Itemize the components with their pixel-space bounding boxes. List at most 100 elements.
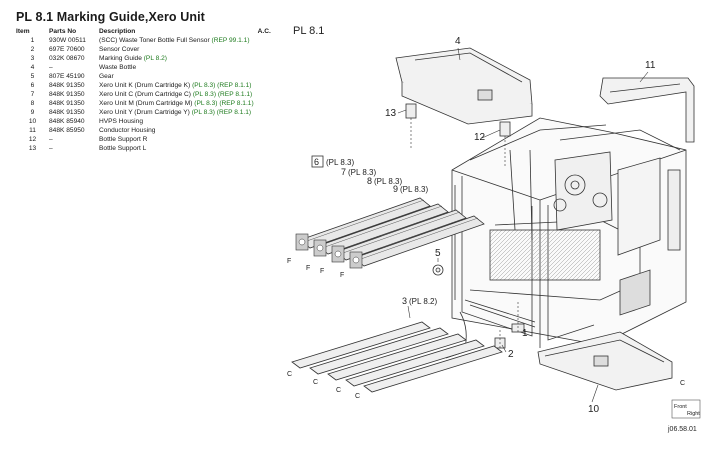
row-description: Marking Guide (PL 8.2) — [99, 54, 258, 63]
callout-8-ref: (PL 8.3) — [374, 177, 402, 186]
row-item: 12 — [28, 136, 37, 143]
table-row: 4–Waste Bottle — [16, 63, 275, 72]
row-part-no: 930W 00511 — [49, 37, 86, 44]
drum-cartridge-6 — [295, 197, 431, 251]
cross-reference: (PL 8.3) (REP 8.1.1) — [192, 91, 253, 98]
row-description-text: Xero Unit C (Drum Cartridge C) — [99, 91, 191, 98]
row-description-text: Gear — [99, 73, 114, 80]
page-title: PL 8.1 Marking Guide,Xero Unit — [16, 10, 205, 24]
callout-9: 9 — [393, 184, 398, 194]
callout-8: 8 — [367, 176, 372, 186]
row-description: Xero Unit Y (Drum Cartridge Y) (PL 8.3) … — [99, 108, 258, 117]
row-description: Xero Unit M (Drum Cartridge M) (PL 8.3) … — [99, 99, 258, 108]
row-description: Xero Unit C (Drum Cartridge C) (PL 8.3) … — [99, 90, 258, 99]
main-frame — [451, 117, 687, 348]
row-part-no: – — [49, 136, 53, 143]
part-11-conductor-housing — [599, 77, 695, 143]
row-description: HVPS Housing — [99, 117, 258, 126]
cross-reference: (PL 8.3) (REP 8.1.1) — [194, 100, 254, 107]
row-part-no: 848K 85940 — [49, 118, 85, 125]
marker-c-5: C — [680, 380, 685, 387]
callout-10: 10 — [588, 404, 600, 415]
row-part-no: 807E 45190 — [49, 73, 85, 80]
table-row: 3 032K 08670 Marking Guide (PL 8.2) — [16, 54, 275, 63]
row-item: 6 — [30, 82, 35, 89]
row-part-no: 848K 91350 — [49, 100, 85, 107]
callout-1: 1 — [522, 328, 528, 339]
drum-cartridge-7 — [313, 203, 449, 257]
row-description: Waste Bottle — [99, 63, 258, 72]
marker-c-3: C — [336, 387, 341, 394]
col-description: Description — [99, 28, 136, 35]
callout-5: 5 — [435, 248, 441, 259]
cross-reference: (REP 99.1.1) — [211, 37, 250, 44]
marker-f-4: F — [340, 272, 344, 279]
callout-3-ref: (PL 8.2) — [409, 297, 437, 306]
row-description-text: Bottle Support R — [99, 136, 148, 143]
badge-front: Front — [674, 404, 687, 410]
row-item: 11 — [29, 127, 36, 134]
table-row: 7 848K 91350 Xero Unit C (Drum Cartridge C… — [16, 90, 275, 99]
row-description-text: Sensor Cover — [99, 46, 140, 53]
row-description-text: Waste Bottle — [99, 64, 137, 71]
row-part-no: – — [49, 64, 53, 71]
callout-6-ref: (PL 8.3) — [326, 158, 354, 167]
drum-cartridge-9 — [349, 215, 485, 269]
marker-c-2: C — [313, 379, 318, 386]
callout-7: 7 — [341, 167, 346, 177]
row-description: Gear — [99, 72, 258, 81]
table-row: 13–Bottle Support L — [16, 144, 275, 153]
col-ac: A.C. — [257, 28, 271, 35]
drum-cartridge-8 — [331, 209, 467, 263]
callout-12: 12 — [474, 132, 486, 143]
row-description: (SCC) Waste Toner Bottle Full Sensor (RE… — [99, 36, 258, 45]
marker-f-3: F — [320, 268, 324, 275]
badge-right: Right — [687, 411, 700, 417]
row-item: 9 — [30, 109, 35, 116]
part-10-hvps-housing — [537, 331, 673, 391]
row-part-no: 848K 85950 — [49, 127, 85, 134]
row-description-text: Conductor Housing — [99, 127, 156, 134]
leader-lines — [410, 118, 519, 348]
row-description-text: Bottle Support L — [99, 145, 147, 152]
marking-guide-rail — [363, 345, 503, 393]
callout-2: 2 — [508, 349, 514, 360]
row-description-text: Marking Guide — [99, 55, 142, 62]
marking-guide-rail — [345, 339, 485, 387]
row-item: 7 — [30, 91, 35, 98]
marker-c-4: C — [355, 393, 360, 400]
drum-cartridges — [295, 197, 485, 269]
parts-table-header: Item Parts No Description A.C. — [16, 27, 275, 36]
callout-13: 13 — [385, 108, 397, 119]
callout-6: 6 — [314, 157, 319, 167]
row-description-text: Xero Unit K (Drum Cartridge K) — [99, 82, 191, 89]
row-description: Xero Unit K (Drum Cartridge K) (PL 8.3) … — [99, 81, 258, 90]
row-part-no: 697E 70600 — [49, 46, 85, 53]
callout-7-ref: (PL 8.3) — [348, 168, 376, 177]
figure-id: j06.58.01 — [667, 426, 697, 433]
part-3-marking-guide — [291, 321, 503, 393]
row-item: 3 — [30, 55, 35, 62]
marking-guide-rail — [327, 333, 467, 381]
marker-c-1: C — [287, 371, 292, 378]
row-description: Bottle Support R — [99, 135, 258, 144]
plate-label: PL 8.1 — [293, 25, 325, 37]
callout-11: 11 — [645, 60, 656, 71]
cross-reference: (PL 8.3) (REP 8.1.1) — [191, 109, 252, 116]
orientation-badge: Front Right — [671, 399, 700, 419]
leader-lines-solid — [397, 47, 649, 403]
row-part-no: 032K 08670 — [49, 55, 85, 62]
row-part-no: 848K 91350 — [49, 91, 85, 98]
row-description-text: Xero Unit M (Drum Cartridge M) — [99, 100, 193, 107]
part-4-waste-bottle — [395, 47, 533, 125]
table-row: 11 848K 85950 Conductor Housing — [16, 126, 275, 135]
marker-f-1: F — [287, 258, 291, 265]
marker-f-2: F — [306, 265, 310, 272]
